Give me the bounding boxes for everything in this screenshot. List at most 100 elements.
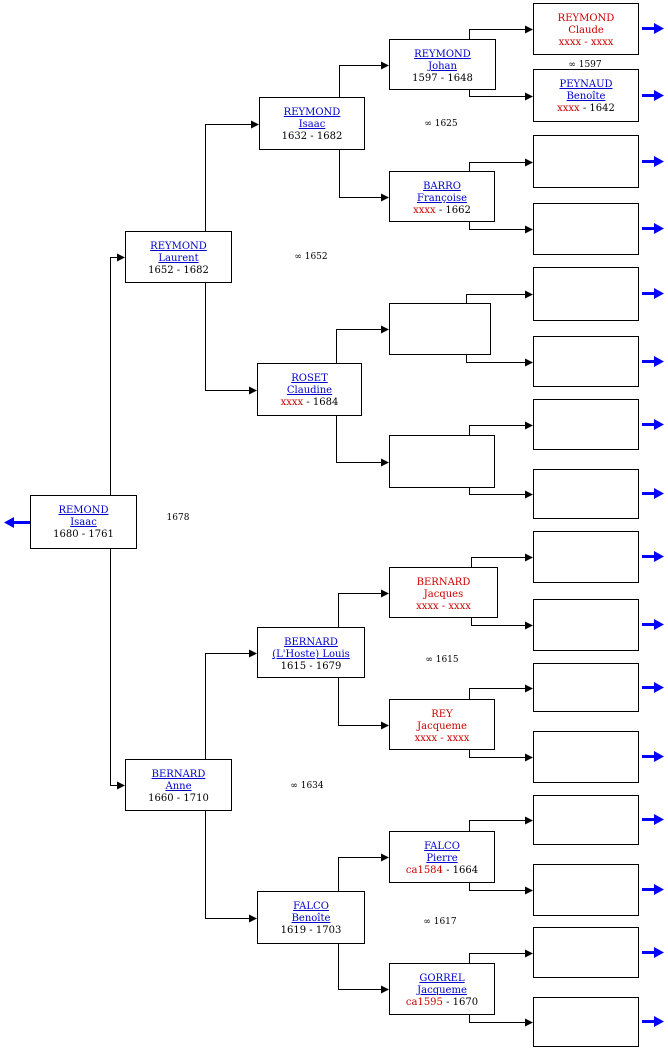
surname[interactable]: FALCO	[293, 901, 329, 912]
connector-p9-father	[469, 158, 533, 171]
connector-p7-father	[338, 853, 389, 891]
marriage-note: ∞ 1652	[294, 252, 328, 262]
date-separator: -	[173, 793, 184, 804]
connector-p5-father	[336, 325, 389, 363]
surname[interactable]: REMOND	[58, 505, 109, 516]
death-year: xxxx	[446, 733, 470, 744]
empty-ancestor-box	[533, 469, 639, 519]
death-year: 1684	[312, 397, 339, 408]
birth-year: ca1595	[405, 997, 443, 1008]
right-arrow-icon[interactable]	[642, 288, 664, 299]
right-arrow-icon[interactable]	[642, 156, 664, 167]
given-name[interactable]: Benoîte	[566, 91, 606, 102]
given-name[interactable]: Jacqueme	[417, 985, 467, 996]
right-arrow-icon[interactable]	[642, 947, 664, 958]
given-name[interactable]: Johan	[428, 61, 457, 72]
right-arrow-icon[interactable]	[642, 23, 664, 34]
given-name[interactable]: Isaac	[298, 119, 326, 130]
death-year: xxxx	[590, 37, 614, 48]
given-name[interactable]: (L'Hoste) Louis	[272, 649, 350, 660]
death-year: 1664	[452, 865, 479, 876]
marriage-note: 1678	[166, 513, 190, 523]
surname[interactable]: GORREL	[419, 973, 465, 984]
date-separator: -	[581, 37, 591, 48]
given-name: Claude	[568, 25, 604, 36]
date-separator: -	[579, 103, 590, 114]
death-year: 1682	[316, 131, 343, 142]
right-arrow-icon[interactable]	[642, 356, 664, 367]
date-separator: -	[78, 529, 89, 540]
connector-p4-mother	[339, 150, 389, 202]
right-arrow-icon[interactable]	[642, 551, 664, 562]
surname[interactable]: PEYNAUD	[559, 79, 613, 90]
connector-p2-father	[205, 120, 259, 231]
given-name[interactable]: Benoîte	[291, 913, 331, 924]
empty-ancestor-box	[533, 531, 639, 583]
right-arrow-icon[interactable]	[642, 419, 664, 430]
surname[interactable]: REYMOND	[150, 241, 207, 252]
death-year: xxxx	[448, 601, 471, 612]
birth-year: 1652	[148, 265, 174, 276]
surname[interactable]: BERNARD	[151, 769, 206, 780]
life-dates: 1660 - 1710	[126, 793, 231, 805]
birth-year: xxxx	[413, 205, 436, 216]
connector-p2-mother	[205, 283, 257, 395]
right-arrow-icon[interactable]	[642, 814, 664, 825]
left-arrow-icon[interactable]	[4, 517, 30, 528]
right-arrow-icon[interactable]	[642, 90, 664, 101]
given-name[interactable]: Françoise	[417, 193, 467, 204]
given-name[interactable]: Laurent	[158, 253, 199, 264]
right-arrow-icon[interactable]	[642, 1016, 664, 1027]
given-name: Jacqueme	[417, 721, 467, 732]
surname[interactable]: ROSET	[291, 373, 328, 384]
empty-ancestor-box	[533, 336, 639, 387]
birth-year: 1619	[280, 925, 307, 936]
date-separator: -	[435, 205, 446, 216]
surname[interactable]: BARRO	[423, 181, 461, 192]
surname[interactable]: BERNARD	[284, 637, 338, 648]
life-dates: ca1584 - 1664	[390, 865, 494, 877]
date-separator: -	[306, 925, 316, 936]
right-arrow-icon[interactable]	[642, 619, 664, 630]
given-name[interactable]: Anne	[165, 781, 192, 792]
given-name[interactable]: Isaac	[70, 517, 97, 528]
empty-ancestor-box	[533, 731, 639, 783]
connector-p5-mother	[336, 416, 389, 467]
life-dates: 1632 - 1682	[260, 131, 364, 143]
death-year: 1670	[452, 997, 479, 1008]
connector-p1-father	[110, 253, 125, 495]
life-dates: 1615 - 1679	[258, 661, 364, 673]
right-arrow-icon[interactable]	[642, 751, 664, 762]
given-name[interactable]: Pierre	[426, 853, 458, 864]
connector-p12-mother	[471, 618, 533, 630]
right-arrow-icon[interactable]	[642, 488, 664, 499]
right-arrow-icon[interactable]	[642, 682, 664, 693]
birth-year: xxxx	[558, 37, 582, 48]
surname[interactable]: REYMOND	[283, 107, 341, 118]
empty-ancestor-box	[533, 663, 639, 712]
surname[interactable]: FALCO	[424, 841, 460, 852]
death-year: 1679	[315, 661, 342, 672]
life-dates: 1619 - 1703	[258, 925, 364, 937]
right-arrow-icon[interactable]	[642, 884, 664, 895]
surname[interactable]: REYMOND	[414, 49, 471, 60]
empty-ancestor-box	[533, 997, 639, 1047]
given-name[interactable]: Claudine	[286, 385, 333, 396]
right-arrow-icon[interactable]	[642, 223, 664, 234]
marriage-note: ∞ 1625	[424, 119, 458, 129]
birth-year: xxxx	[414, 733, 438, 744]
